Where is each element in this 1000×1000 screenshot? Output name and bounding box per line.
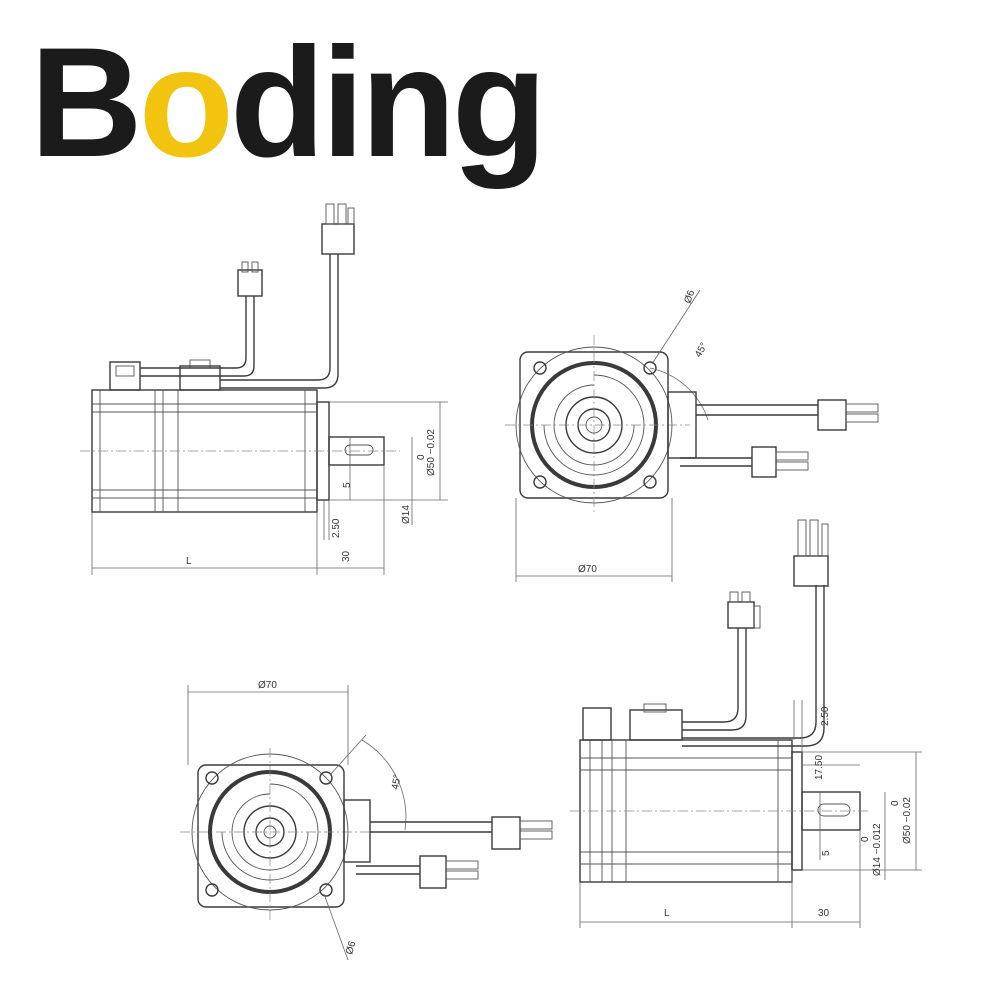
- front-view-bottom-hole-label: Ø6: [344, 940, 358, 956]
- logo-letter-b: B: [30, 16, 139, 190]
- side-view-top-flange-thickness-label: 2.50: [331, 518, 342, 538]
- side-view-top-key-width-label: 5: [342, 482, 353, 488]
- side-view-top-length-label: L: [186, 556, 192, 567]
- side-view-bottom-spigot-upper-tolerance: 0: [890, 800, 901, 806]
- side-view-bottom-shaft-end-label: 17.50: [814, 755, 825, 780]
- front-view-top-angle-label: 45°: [693, 341, 710, 360]
- front-view-top-hole-label: Ø6: [682, 288, 697, 305]
- side-view-bottom-shaft-length-label: 30: [818, 908, 830, 919]
- side-view-top-spigot-diameter-label: Ø50 −0.02: [426, 429, 437, 476]
- side-view-top-shaft-diameter-label: Ø14: [401, 505, 412, 524]
- side-view-bottom-spigot-diameter-label: Ø50 −0.02: [902, 797, 913, 844]
- side-view-bottom: [570, 519, 922, 928]
- front-view-bottom-angle-label: 45°: [390, 774, 403, 791]
- side-view-top: [80, 203, 448, 575]
- boding-logo: Boding: [30, 16, 543, 190]
- front-view-top: [505, 289, 879, 582]
- side-view-bottom-key-width-label: 5: [821, 850, 832, 856]
- side-view-bottom-length-label: L: [664, 908, 670, 919]
- front-view-bottom: [180, 685, 553, 961]
- side-view-bottom-shaft-upper-tolerance: 0: [860, 836, 871, 842]
- logo-letters-ding: ding: [230, 16, 543, 190]
- side-view-bottom-flange-thickness-label: 2.50: [820, 706, 831, 726]
- side-view-top-shaft-length-label: 30: [341, 550, 352, 562]
- front-view-top-width-label: Ø70: [578, 564, 597, 575]
- side-view-bottom-shaft-diameter-label: Ø14 −0.012: [872, 823, 883, 876]
- side-view-top-spigot-upper-tolerance: 0: [416, 454, 427, 460]
- front-view-bottom-width-label: Ø70: [258, 680, 277, 691]
- logo-letter-o: o: [139, 16, 230, 190]
